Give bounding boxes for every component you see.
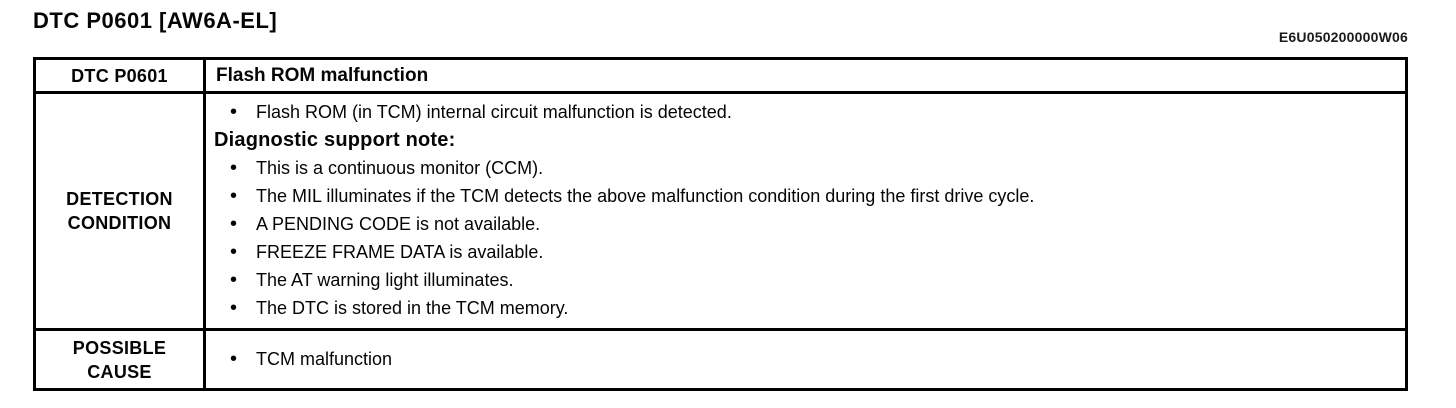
detection-label-line2: CONDITION [67,213,172,233]
detection-intro-bullet-list: Flash ROM (in TCM) internal circuit malf… [210,98,1393,126]
diagnostic-support-note-heading: Diagnostic support note: [214,129,456,151]
detection-condition-label: DETECTION CONDITION [33,91,206,331]
possible-cause-content: TCM malfunction [203,328,1408,391]
bullet-item: FREEZE FRAME DATA is available. [210,238,1393,266]
bullet-item: A PENDING CODE is not available. [210,210,1393,238]
dtc-table: DTC P0601 Flash ROM malfunction DETECTIO… [33,57,1408,391]
doc-code: E6U050200000W06 [1278,29,1408,45]
table-row-possible-cause: POSSIBLE CAUSE TCM malfunction [33,328,1408,391]
possible-cause-label-line1: POSSIBLE [72,337,167,358]
detection-note-bullet-list: This is a continuous monitor (CCM). The … [210,154,1393,322]
table-row-dtc: DTC P0601 Flash ROM malfunction [33,57,1408,94]
possible-cause-bullet-list: TCM malfunction [210,345,1393,373]
dtc-description-cell: Flash ROM malfunction [203,57,1408,94]
detection-condition-content: Flash ROM (in TCM) internal circuit malf… [203,91,1408,331]
bullet-item: This is a continuous monitor (CCM). [210,154,1393,182]
bullet-item: Flash ROM (in TCM) internal circuit malf… [210,98,1393,126]
bullet-item: The DTC is stored in the TCM memory. [210,294,1393,322]
detection-label-line1: DETECTION [66,189,173,209]
bullet-item: The MIL illuminates if the TCM detects t… [210,182,1393,210]
possible-cause-label-line2: CAUSE [87,361,152,382]
bullet-item: The AT warning light illuminates. [210,266,1393,294]
possible-cause-label: POSSIBLE CAUSE [33,328,206,391]
dtc-code-cell: DTC P0601 [33,57,206,94]
page-title: DTC P0601 [AW6A-EL] [33,8,278,33]
bullet-item: TCM malfunction [210,345,1393,373]
table-row-detection-condition: DETECTION CONDITION Flash ROM (in TCM) i… [33,91,1408,331]
